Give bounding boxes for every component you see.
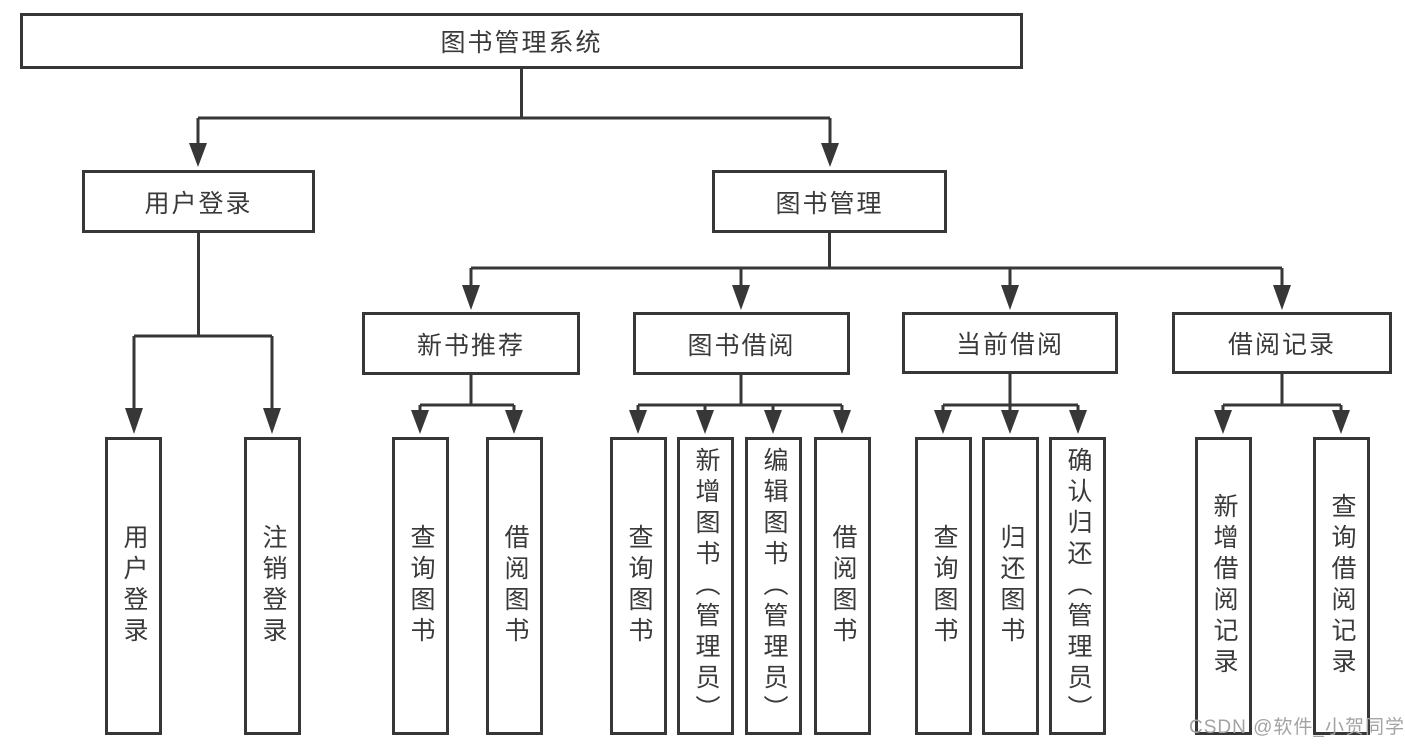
node-label: 新书推荐 — [416, 331, 525, 360]
leaf-query-books-current: 查询图书 — [915, 437, 972, 735]
leaf-label: 借阅图书 — [829, 524, 857, 648]
leaf-label: 查询借阅记录 — [1328, 493, 1356, 679]
node-label: 图书借阅 — [687, 331, 796, 360]
leaf-label: 归还图书 — [997, 524, 1025, 648]
leaf-edit-book-admin: 编辑图书（管理员） — [745, 437, 802, 735]
leaf-label: 查询图书 — [625, 524, 653, 648]
connector-arrowheads — [125, 143, 1350, 434]
leaf-confirm-return-admin: 确认归还（管理员） — [1049, 437, 1106, 735]
leaf-label: 查询图书 — [407, 524, 435, 648]
connector-strokes — [132, 66, 1343, 411]
leaf-label: 编辑图书（管理员） — [760, 446, 788, 726]
csdn-watermark: CSDN @软件_小贺同学 — [1189, 717, 1405, 738]
leaf-label: 用户登录 — [120, 524, 148, 648]
node-label: 图书管理 — [775, 189, 884, 218]
leaf-logout: 注销登录 — [244, 437, 301, 735]
leaf-add-book-admin: 新增图书（管理员） — [677, 437, 734, 735]
node-new-book-recommend: 新书推荐 — [362, 312, 580, 375]
leaf-borrow-books-recommend: 借阅图书 — [486, 437, 543, 735]
leaf-label: 借阅图书 — [501, 524, 529, 648]
leaf-return-books: 归还图书 — [982, 437, 1039, 735]
node-label: 用户登录 — [144, 189, 253, 218]
node-library-management-system: 图书管理系统 — [20, 13, 1023, 69]
leaf-query-books-borrow: 查询图书 — [610, 437, 667, 735]
leaf-label: 确认归还（管理员） — [1064, 446, 1092, 726]
leaf-borrow-books: 借阅图书 — [814, 437, 871, 735]
node-current-borrow: 当前借阅 — [902, 312, 1118, 374]
leaf-user-login: 用户登录 — [105, 437, 162, 735]
node-book-borrow: 图书借阅 — [633, 312, 850, 375]
node-user-login: 用户登录 — [82, 170, 315, 233]
leaf-label: 新增图书（管理员） — [692, 446, 720, 726]
leaf-query-borrow-record: 查询借阅记录 — [1313, 437, 1370, 735]
node-book-management: 图书管理 — [712, 170, 947, 233]
leaf-label: 查询图书 — [930, 524, 958, 648]
leaf-label: 新增借阅记录 — [1210, 493, 1238, 679]
node-borrow-records: 借阅记录 — [1172, 312, 1392, 374]
node-label: 当前借阅 — [955, 331, 1064, 359]
node-label: 借阅记录 — [1227, 331, 1336, 359]
leaf-label: 注销登录 — [259, 524, 287, 648]
node-label: 图书管理系统 — [440, 29, 603, 57]
leaf-add-borrow-record: 新增借阅记录 — [1195, 437, 1252, 735]
leaf-query-books-recommend: 查询图书 — [392, 437, 449, 735]
